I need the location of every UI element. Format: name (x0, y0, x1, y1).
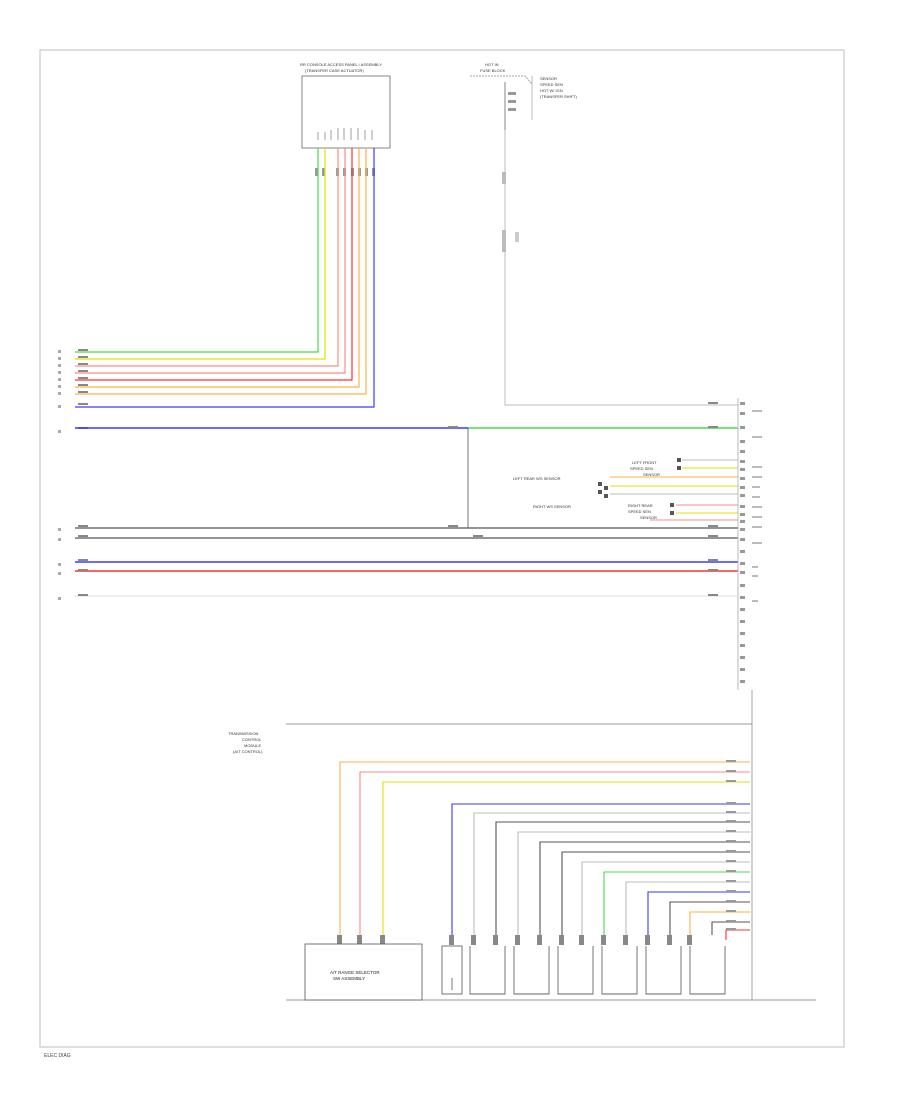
sensor-label-8: SENSOR (640, 515, 657, 520)
footer-code: ELEC DIAG (44, 1053, 71, 1059)
range-selector-label-1: A/T RANGE SELECTOR (330, 970, 380, 975)
range-selector-box: A/T RANGE SELECTOR SW ASSEMBLY (304, 943, 423, 1001)
diagram-frame (39, 49, 845, 1048)
right-connector (737, 398, 762, 690)
fuse-note-2: SPEED SEN (540, 82, 563, 87)
fuse-feed-wire (504, 130, 738, 406)
sensor-label-1: LEFT FRONT (632, 460, 657, 465)
tcm-label-3: MODULE (244, 743, 261, 748)
tcm-label-4: (A/T CONTROL) (233, 749, 263, 754)
speed-sensors: LEFT FRONT SPEED SEN SENSOR LEFT REAR WS… (513, 458, 738, 521)
sensor-label-5: RIGHT WS SENSOR (533, 504, 571, 509)
fuse-block-label-1: HOT IN (485, 62, 499, 67)
sensor-label-6: RIGHT REAR (628, 503, 653, 508)
fuse-block-label-2: FUSE BLOCK (480, 68, 506, 73)
bus-wires (75, 427, 738, 597)
top-module-label-2: (TRANSFER CASE ACTUATOR) (305, 68, 364, 73)
sensor-label-7: SPEED SEN (628, 509, 651, 514)
sensor-label-3: SENSOR (643, 472, 660, 477)
fuse-note-1: SENSOR (540, 76, 557, 81)
tcm-label-2: CONTROL (242, 737, 262, 742)
tcm-wires (339, 761, 750, 940)
top-module-label-1: RR CONSOLE ACCESS PANEL / ASSEMBLY (300, 62, 382, 67)
sensor-label-2: SPEED SEN (630, 466, 653, 471)
fuse-note-4: (TRANSFER SHIFT) (540, 94, 578, 99)
tcm-module: TRANSMISSION CONTROL MODULE (A/T CONTROL… (228, 690, 816, 1001)
sensor-label-4: LEFT REAR WS SENSOR (513, 476, 561, 481)
fuse-block: HOT IN FUSE BLOCK SENSOR SPEED SEN HOT W… (470, 62, 578, 130)
solenoid-boxes (441, 945, 726, 995)
range-selector-label-2: SW ASSEMBLY (333, 976, 365, 981)
top-module-wires (75, 148, 375, 408)
tcm-label-1: TRANSMISSION (228, 731, 259, 736)
fuse-note-3: HOT W/ IGN (540, 88, 563, 93)
